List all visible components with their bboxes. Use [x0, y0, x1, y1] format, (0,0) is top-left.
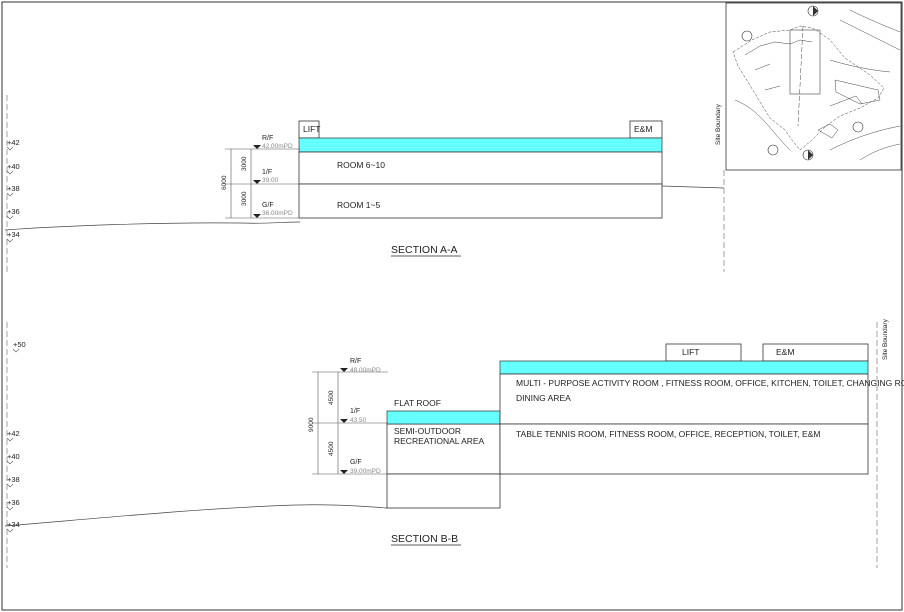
section-a-title: SECTION A-A — [391, 244, 458, 256]
semi-outdoor-label-1: SEMI-OUTDOOR — [394, 426, 461, 436]
dim-lower-a: 3000 — [241, 191, 248, 206]
section-line-a — [797, 25, 804, 127]
level-value-rf-a: 42.00mPD — [262, 143, 293, 150]
level-markers-b — [340, 368, 348, 474]
level-marker-icon — [340, 368, 348, 372]
level-marker-icon — [340, 419, 348, 423]
dim-lower-b: 4500 — [328, 441, 335, 456]
rooftop-lift-label-b: LIFT — [682, 347, 699, 357]
ground-line-a — [4, 221, 301, 231]
flat-roof-label: FLAT ROOF — [394, 398, 441, 408]
section-marker-icon — [767, 144, 779, 156]
ground-floor-label-a: ROOM 1~5 — [337, 200, 380, 210]
ground-floor-label-b: TABLE TENNIS ROOM, FITNESS ROOM, OFFICE,… — [516, 429, 820, 439]
section-b-title: SECTION B-B — [391, 533, 458, 545]
lift-overrun-b — [665, 343, 742, 362]
key-plan-frame — [725, 2, 902, 171]
rl-mark: +38 — [7, 184, 20, 193]
rl-mark: +36 — [7, 498, 20, 507]
level-name-rf-a: R/F — [262, 135, 273, 142]
rl-mark: +40 — [7, 162, 20, 171]
site-boundary-label-b: Site Boundary — [882, 318, 889, 360]
dim-upper-a: 3000 — [241, 156, 248, 171]
rl-mark: +38 — [7, 475, 20, 484]
level-markers-a — [253, 145, 261, 218]
level-value-1f-b: 43.50 — [350, 417, 367, 424]
semi-outdoor-base — [386, 473, 501, 509]
level-marker-icon — [253, 145, 261, 149]
footprint-annex — [834, 79, 881, 105]
level-name-gf-b: G/F — [350, 459, 362, 466]
site-key-plan — [725, 2, 902, 171]
dim-total-a: 6000 — [221, 175, 228, 190]
rl-mark: +50 — [13, 340, 26, 349]
dim-total-b: 9000 — [308, 417, 315, 432]
level-marker-icon — [253, 214, 261, 218]
section-a-drawing: +42 +40 +38 +36 +34 — [4, 95, 725, 272]
section-arrow-icon — [813, 6, 818, 16]
rl-mark: +34 — [7, 520, 20, 529]
level-marker-icon — [253, 180, 261, 184]
section-marker-icon — [741, 30, 753, 42]
rl-mark: +42 — [7, 138, 20, 147]
ground-floor-b — [499, 423, 869, 475]
section-b-drawing: +50 +42 +40 +38 +36 +34 — [4, 322, 878, 568]
level-value-gf-a: 36.00mPD — [262, 210, 293, 217]
rl-mark: +36 — [7, 207, 20, 216]
roof-slab-b — [499, 360, 869, 375]
rooftop-em-label-a: E&M — [634, 124, 652, 134]
level-value-rf-b: 48.00mPD — [350, 367, 381, 374]
semi-outdoor-label-2: RECREATIONAL AREA — [394, 436, 485, 446]
level-name-1f-a: 1/F — [262, 169, 272, 176]
site-boundary-line — [732, 25, 885, 151]
rl-marks-b: +50 +42 +40 +38 +36 +34 — [6, 340, 26, 533]
access-road — [829, 95, 863, 107]
level-marker-icon — [340, 470, 348, 474]
rooftop-lift-label-a: LIFT — [303, 124, 320, 134]
level-name-1f-b: 1/F — [350, 408, 360, 415]
terrain-lines — [829, 9, 901, 161]
contour-lines — [734, 39, 813, 151]
upper-floor-label-b2: DINING AREA — [516, 393, 571, 403]
rooftop-em-label-b: E&M — [776, 347, 794, 357]
flat-roof-slab — [386, 410, 501, 425]
level-name-gf-a: G/F — [262, 202, 274, 209]
level-value-gf-b: 39.00mPD — [350, 468, 381, 475]
ground-floor-a — [298, 183, 663, 219]
section-arrow-icon — [808, 150, 813, 160]
roof-slab-a — [298, 137, 663, 153]
site-boundary-label-a: Site Boundary — [715, 103, 722, 145]
ground-line-a-right — [661, 185, 725, 189]
rl-mark: +42 — [7, 429, 20, 438]
upper-floor-label-a: ROOM 6~10 — [337, 160, 385, 170]
dim-upper-b: 4500 — [328, 390, 335, 405]
upper-floor-b — [499, 373, 869, 425]
level-value-1f-a: 39.00 — [262, 177, 279, 184]
level-name-rf-b: R/F — [350, 358, 361, 365]
section-marker-icon — [852, 121, 864, 133]
building-footprint — [789, 29, 821, 95]
rl-mark: +34 — [7, 230, 20, 239]
upper-floor-label-b1: MULTI - PURPOSE ACTIVITY ROOM , FITNESS … — [516, 378, 904, 388]
plan-detail — [817, 123, 839, 139]
semi-outdoor-block — [386, 423, 501, 475]
upper-floor-a — [298, 151, 663, 185]
rl-marks-a: +42 +40 +38 +36 +34 — [6, 138, 20, 243]
rl-mark: +40 — [7, 452, 20, 461]
